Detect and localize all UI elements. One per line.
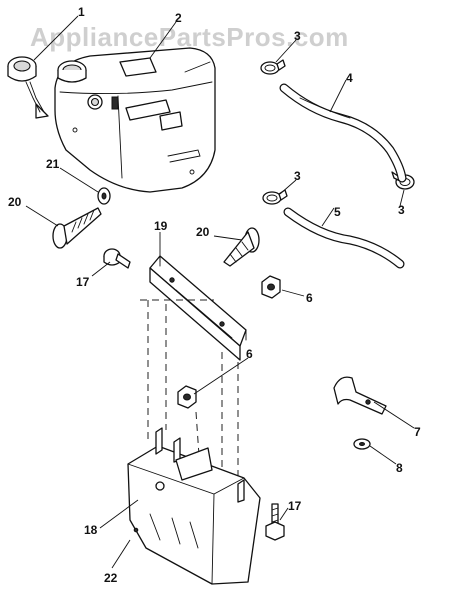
watermark-text: AppliancePartsPros.com xyxy=(30,22,349,52)
part-21-washer xyxy=(97,187,111,205)
callout-2: 2 xyxy=(175,11,182,25)
callout-6-upper: 6 xyxy=(306,291,313,305)
part-3-hose-clamp-b xyxy=(262,189,288,205)
callout-20-left: 20 xyxy=(8,195,22,209)
callout-17-lower: 17 xyxy=(288,499,302,513)
part-7-hose-clip xyxy=(333,376,387,415)
callout-8: 8 xyxy=(396,461,403,475)
part-1-gas-cap xyxy=(7,56,49,119)
part-5-fuel-line-short xyxy=(283,207,405,269)
callout-20-middle: 20 xyxy=(196,225,210,239)
callout-3a: 3 xyxy=(294,29,301,43)
callout-22: 22 xyxy=(104,571,118,585)
part-8-washer xyxy=(353,438,371,450)
part-20-screw-left xyxy=(52,207,102,249)
part-2-fuel-tank xyxy=(54,47,216,193)
part-6-nut-upper xyxy=(261,275,281,299)
callout-21: 21 xyxy=(46,157,60,171)
callout-3b: 3 xyxy=(294,169,301,183)
part-6-nut-lower xyxy=(177,385,197,409)
callout-19: 19 xyxy=(154,219,168,233)
part-17-bolt-lower xyxy=(265,503,285,541)
part-20-screw-middle xyxy=(223,227,260,267)
callout-labels: 1 2 3 4 3 5 3 21 20 17 19 20 6 6 7 8 18 … xyxy=(8,5,421,585)
callout-4: 4 xyxy=(346,71,353,85)
callout-7: 7 xyxy=(414,425,421,439)
callout-17-upper: 17 xyxy=(76,275,90,289)
part-17-bolt-upper xyxy=(103,248,131,269)
callout-5: 5 xyxy=(334,205,341,219)
callout-18: 18 xyxy=(84,523,98,537)
part-3-hose-clamp-a xyxy=(260,59,286,75)
callout-1: 1 xyxy=(78,5,85,19)
callout-6-lower: 6 xyxy=(246,347,253,361)
callout-leader-lines xyxy=(25,15,415,569)
part-4-fuel-line-long xyxy=(279,83,407,183)
callout-3c: 3 xyxy=(398,203,405,217)
part-19-tank-bracket xyxy=(149,255,247,361)
part-18-tank-support xyxy=(127,427,261,585)
